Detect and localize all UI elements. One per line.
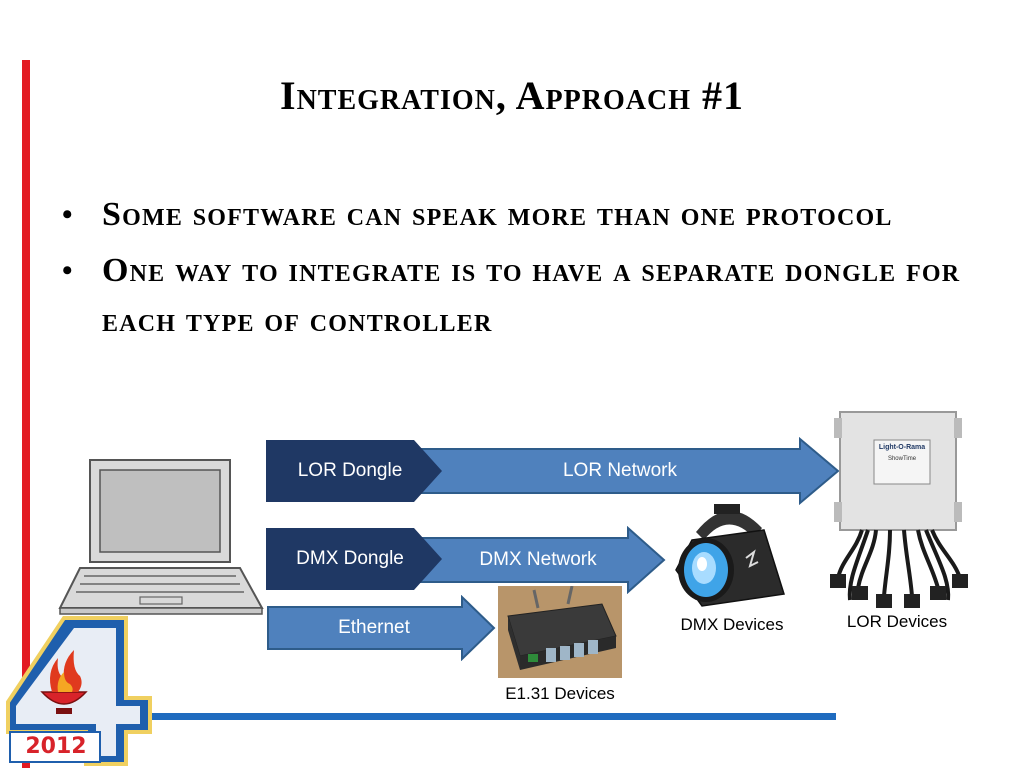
- slide-title: Integration, Approach #1: [280, 73, 744, 118]
- lor-controller-image: [830, 411, 968, 608]
- bullet-list: Some software can speak more than one pr…: [62, 190, 962, 352]
- bullet-item: One way to integrate is to have a separa…: [62, 246, 962, 346]
- dmx-network-arrow: [410, 526, 666, 594]
- dmx-network-label: DMX Network: [479, 549, 597, 570]
- e131-devices-label: E1.31 Devices: [505, 684, 615, 703]
- ethernet-label: Ethernet: [338, 617, 410, 638]
- logo-year: 2012: [25, 734, 87, 759]
- lor-network-arrow: [410, 437, 840, 505]
- lor-dongle-label: LOR Dongle: [297, 460, 403, 481]
- e131-device-image: [498, 586, 622, 678]
- controller-brand-label: Light-O-Rama: [878, 444, 926, 451]
- dmx-dongle-shape: [266, 528, 442, 590]
- lor-dongle-shape: [266, 440, 442, 502]
- event-logo: [6, 616, 152, 766]
- dmx-devices-label: DMX Devices: [680, 615, 784, 634]
- laptop-icon: [58, 459, 264, 615]
- dmx-dongle-label: DMX Dongle: [296, 548, 404, 569]
- red-accent-bar: [22, 60, 30, 768]
- lor-network-label: LOR Network: [562, 460, 678, 481]
- controller-model-label: ShowTime: [887, 456, 917, 462]
- dmx-device-image: [675, 504, 785, 607]
- ethernet-arrow: [267, 595, 496, 661]
- lor-devices-label: LOR Devices: [846, 612, 948, 631]
- bullet-item: Some software can speak more than one pr…: [62, 190, 962, 240]
- blue-footer-line: [140, 713, 836, 720]
